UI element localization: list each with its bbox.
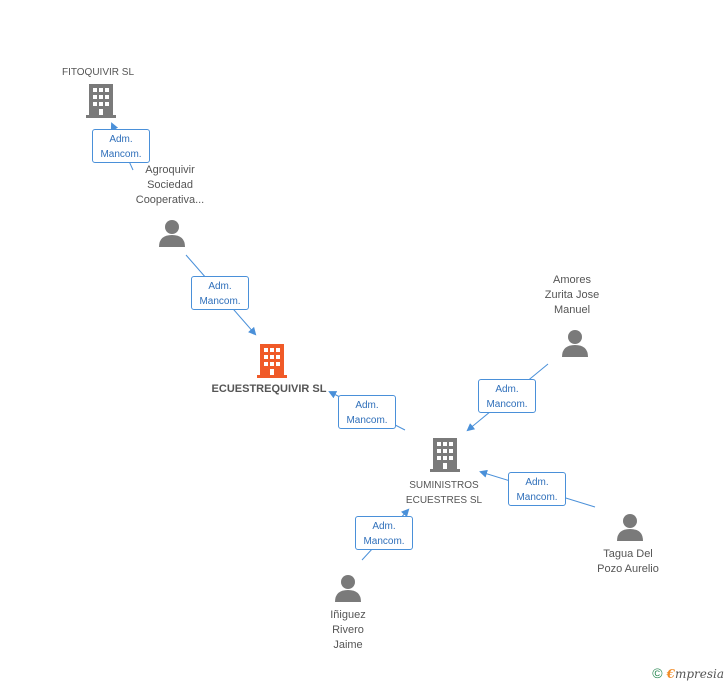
building-icon[interactable] (257, 344, 287, 378)
brand-name: mpresia (674, 667, 724, 681)
edge-label[interactable]: Adm. Mancom. (355, 516, 413, 550)
node-label-suministros[interactable]: SUMINISTROS ECUESTRES SL (386, 478, 502, 508)
edge-label[interactable]: Adm. Mancom. (338, 395, 396, 429)
node-label-amores[interactable]: Amores Zurita Jose Manuel (522, 273, 622, 318)
node-label-ecuestrequivir[interactable]: ECUESTREQUIVIR SL (211, 383, 327, 395)
person-icon[interactable] (335, 575, 361, 602)
edge-label-line: Adm. (525, 477, 549, 488)
node-label-line: ECUESTRES SL (405, 495, 483, 506)
node-label-line: Jaime (333, 639, 363, 651)
brand-initial: € (666, 667, 675, 681)
node-label-fitoquivir[interactable]: FITOQUIVIR SL (61, 67, 135, 78)
edge-label[interactable]: Adm. Mancom. (478, 379, 536, 413)
node-label-iniguez[interactable]: Iñiguez Rivero Jaime (298, 608, 398, 653)
node-label-line: Pozo Aurelio (597, 563, 659, 575)
edge-label-line: Adm. (208, 281, 232, 292)
person-icon[interactable] (562, 330, 588, 357)
edge-label-line: Adm. (109, 134, 133, 145)
edge-label-line: Mancom. (199, 296, 241, 307)
node-label-line: Zurita Jose (544, 289, 600, 301)
footer-brand[interactable]: ©€mpresia (652, 665, 724, 681)
edge-label[interactable]: Adm. Mancom. (508, 472, 566, 506)
node-label-line: Sociedad (147, 179, 193, 191)
edge-label-line: Adm. (372, 521, 396, 532)
brand-logo: €mpresia (667, 667, 724, 681)
node-label-line: Cooperativa... (135, 194, 205, 206)
node-label-agroquivir[interactable]: Agroquivir Sociedad Cooperativa... (110, 163, 230, 208)
person-icon[interactable] (617, 514, 643, 541)
node-label-tagua[interactable]: Tagua Del Pozo Aurelio (578, 547, 678, 577)
edge-label-line: Adm. (355, 400, 379, 411)
edge-label-line: Mancom. (100, 149, 142, 160)
node-label-line: Iñiguez (330, 609, 366, 621)
node-label-line: Agroquivir (145, 164, 195, 176)
node-label-line: SUMINISTROS (409, 480, 479, 491)
edge-label-line: Mancom. (486, 399, 528, 410)
copyright-symbol: © (652, 665, 663, 681)
building-icon[interactable] (86, 84, 116, 118)
edge-label-line: Mancom. (363, 536, 405, 547)
edge-label-line: Mancom. (516, 492, 558, 503)
node-label-line: Manuel (553, 304, 591, 316)
node-label-line: Tagua Del (603, 548, 653, 560)
edge-label[interactable]: Adm. Mancom. (92, 129, 150, 163)
building-icon[interactable] (430, 438, 460, 472)
node-label-line: Amores (553, 274, 591, 286)
edge-label-line: Adm. (495, 384, 519, 395)
edge-label-line: Mancom. (346, 415, 388, 426)
edge-label[interactable]: Adm. Mancom. (191, 276, 249, 310)
node-label-line: Rivero (332, 624, 364, 636)
person-icon[interactable] (159, 220, 185, 247)
